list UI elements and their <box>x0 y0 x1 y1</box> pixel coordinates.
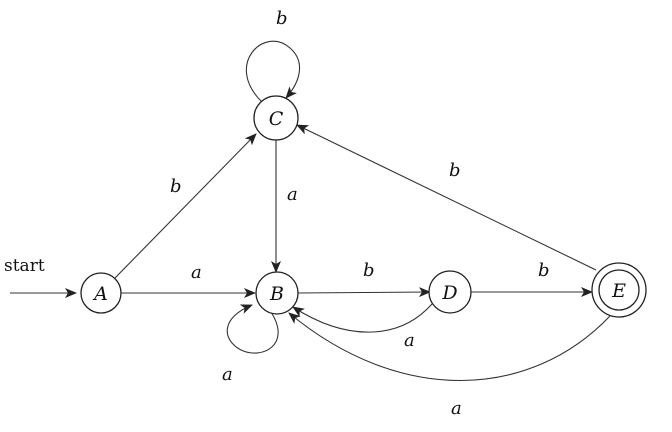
edge-label-d-to-b: a <box>404 330 415 351</box>
edge-label-d-to-e: b <box>538 260 550 281</box>
state-a: A <box>80 272 122 314</box>
state-e-label: E <box>611 280 626 302</box>
edge-b-to-b <box>226 304 279 354</box>
state-d: D <box>428 270 472 314</box>
state-d-label: D <box>441 282 457 304</box>
state-b: B <box>255 271 299 315</box>
state-c-label: C <box>269 108 284 130</box>
edge-b-to-d <box>297 287 431 298</box>
edge-e-to-c <box>296 124 597 271</box>
edge-label-c-to-b: a <box>287 184 298 205</box>
state-a-label: A <box>92 283 108 305</box>
edge-d-to-b <box>292 303 433 333</box>
edge-label-e-to-c: b <box>449 160 461 181</box>
edge-label-a-to-b: a <box>191 262 202 283</box>
state-e-accepting: E <box>591 262 647 318</box>
edge-label-a-to-c: b <box>170 176 182 197</box>
edge-e-to-b <box>288 312 611 382</box>
state-b-label: B <box>269 283 284 305</box>
edge-label-b-to-b: a <box>222 364 233 385</box>
start-label: start <box>4 256 45 276</box>
edge-c-to-c <box>245 40 301 103</box>
edge-label-b-to-d: b <box>363 260 375 281</box>
state-c: C <box>253 95 299 141</box>
edge-label-c-to-c: b <box>276 8 288 29</box>
edge-label-e-to-b: a <box>451 398 462 419</box>
edge-a-to-c <box>114 133 257 279</box>
